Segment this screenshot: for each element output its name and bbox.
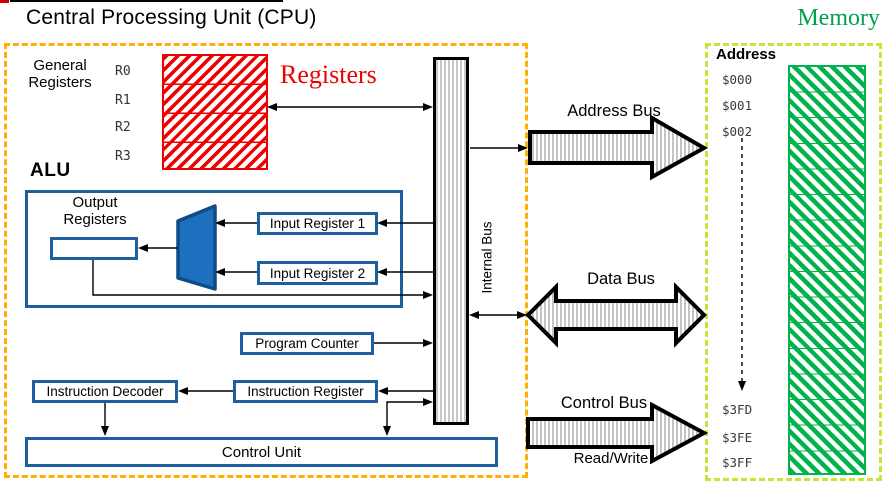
cpu-boundary xyxy=(4,43,528,478)
register-label-r1: R1 xyxy=(115,93,131,108)
instruction-register-box: Instruction Register xyxy=(233,380,378,403)
memory-boundary xyxy=(705,43,882,481)
top-edge-red-mark xyxy=(0,0,9,3)
program-counter-box: Program Counter xyxy=(240,332,374,355)
register-label-r2: R2 xyxy=(115,120,131,135)
output-register-box xyxy=(50,237,138,260)
memory-address-bottom-2: $3FF xyxy=(722,455,753,470)
register-label-r0: R0 xyxy=(115,64,131,79)
address-bus-arrow xyxy=(528,114,709,181)
register-file-block xyxy=(162,54,268,170)
control-bus-label: Control Bus xyxy=(560,394,648,412)
input-register-2-box: Input Register 2 xyxy=(257,261,378,285)
memory-address-top-1: $001 xyxy=(722,98,753,113)
general-registers-label: General Registers xyxy=(28,57,92,91)
control-unit-box: Control Unit xyxy=(25,437,498,467)
registers-caption: Registers xyxy=(280,60,377,89)
data-bus-label: Data Bus xyxy=(587,270,655,288)
top-edge-line xyxy=(10,0,283,2)
alu-label: ALU xyxy=(30,160,71,181)
internal-bus xyxy=(433,57,469,425)
memory-address-bottom-1: $3FE xyxy=(722,430,753,445)
memory-cells-stack xyxy=(788,65,866,475)
internal-bus-label: Internal Bus xyxy=(479,221,495,294)
memory-address-bottom-0: $3FD xyxy=(722,402,753,417)
memory-address-label: Address xyxy=(716,46,777,63)
memory-address-top-0: $000 xyxy=(722,72,753,87)
memory-address-top-2: $002 xyxy=(722,124,753,139)
instruction-decoder-box: Instruction Decoder xyxy=(32,380,178,403)
page-title: Central Processing Unit (CPU) xyxy=(26,6,317,29)
data-bus-arrow xyxy=(525,282,707,348)
input-register-1-box: Input Register 1 xyxy=(257,212,378,235)
alu-box xyxy=(25,190,403,308)
register-label-r3: R3 xyxy=(115,149,131,164)
memory-title: Memory xyxy=(797,5,880,31)
address-bus-label: Address Bus xyxy=(567,102,661,120)
read-write-label: Read/Write xyxy=(573,450,649,467)
output-registers-label: Output Registers xyxy=(63,194,127,228)
